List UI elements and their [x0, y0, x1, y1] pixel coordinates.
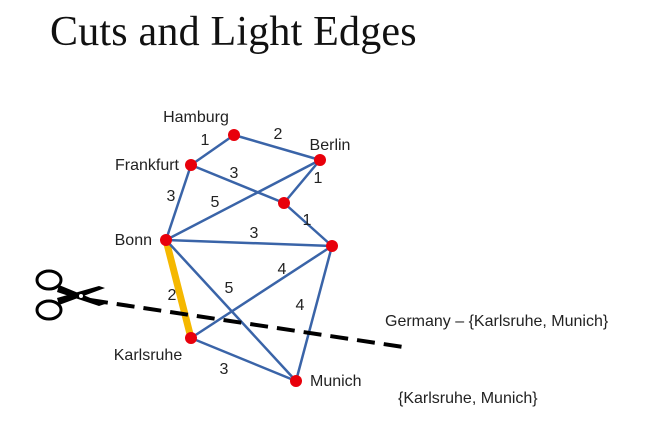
- edge-bonn-east: [164, 238, 334, 248]
- edges-layer: [162, 133, 334, 383]
- city-labels-layer: HamburgBerlinFrankfurtBonnKarlsruheMunic…: [114, 109, 362, 390]
- cut-label-karlsruhe-munich: {Karlsruhe, Munich}: [398, 390, 538, 407]
- edge-karlsruhe-east: [189, 244, 334, 340]
- edge-frankfurt-bonn: [164, 163, 193, 242]
- node-berlin: [314, 154, 326, 166]
- node-bonn: [160, 234, 172, 246]
- nodes-layer: [160, 129, 338, 387]
- edge-weight-bonn-east: 3: [250, 225, 259, 242]
- edge-karlsruhe-munich: [189, 336, 298, 383]
- city-label-hamburg: Hamburg: [163, 109, 229, 126]
- slide-title: Cuts and Light Edges: [50, 9, 417, 55]
- node-mid: [278, 197, 290, 209]
- node-hamburg: [228, 129, 240, 141]
- city-label-karlsruhe: Karlsruhe: [114, 347, 183, 364]
- edge-weight-hamburg-berlin: 2: [274, 126, 283, 143]
- edge-weight-berlin-mid: 1: [314, 170, 323, 187]
- edge-weight-hamburg-frankfurt: 1: [201, 132, 210, 149]
- edge-east-munich: [294, 244, 334, 383]
- edge-weight-bonn-munich: 5: [225, 280, 234, 297]
- edge-weight-bonn-karlsruhe: 2: [168, 287, 177, 304]
- scissors-icon: [35, 269, 105, 321]
- edge-weight-mid-east: 1: [303, 212, 312, 229]
- edge-berlin-mid: [282, 158, 322, 205]
- node-frankfurt: [185, 159, 197, 171]
- light-edge-bonn-karlsruhe: [162, 236, 195, 342]
- edge-weight-bonn-berlin: 5: [211, 194, 220, 211]
- edge-frankfurt-mid: [189, 163, 286, 205]
- cut-label-germany-minus: Germany – {Karlsruhe, Munich}: [385, 313, 609, 330]
- city-label-frankfurt: Frankfurt: [115, 157, 180, 174]
- node-east: [326, 240, 338, 252]
- edge-weight-karlsruhe-east: 4: [278, 261, 287, 278]
- city-label-bonn: Bonn: [115, 232, 152, 249]
- cut-line: [89, 298, 411, 350]
- city-label-munich: Munich: [310, 373, 362, 390]
- edge-bonn-berlin: [164, 158, 322, 242]
- edge-weight-frankfurt-mid: 3: [230, 165, 239, 182]
- edge-weight-karlsruhe-munich: 3: [220, 361, 229, 378]
- edge-hamburg-berlin: [232, 133, 322, 162]
- edge-weight-frankfurt-bonn: 3: [167, 188, 176, 205]
- node-karlsruhe: [185, 332, 197, 344]
- city-label-berlin: Berlin: [310, 137, 351, 154]
- edge-hamburg-frankfurt: [189, 133, 236, 167]
- edge-mid-east: [282, 201, 334, 248]
- node-munich: [290, 375, 302, 387]
- edge-weight-east-munich: 4: [296, 297, 305, 314]
